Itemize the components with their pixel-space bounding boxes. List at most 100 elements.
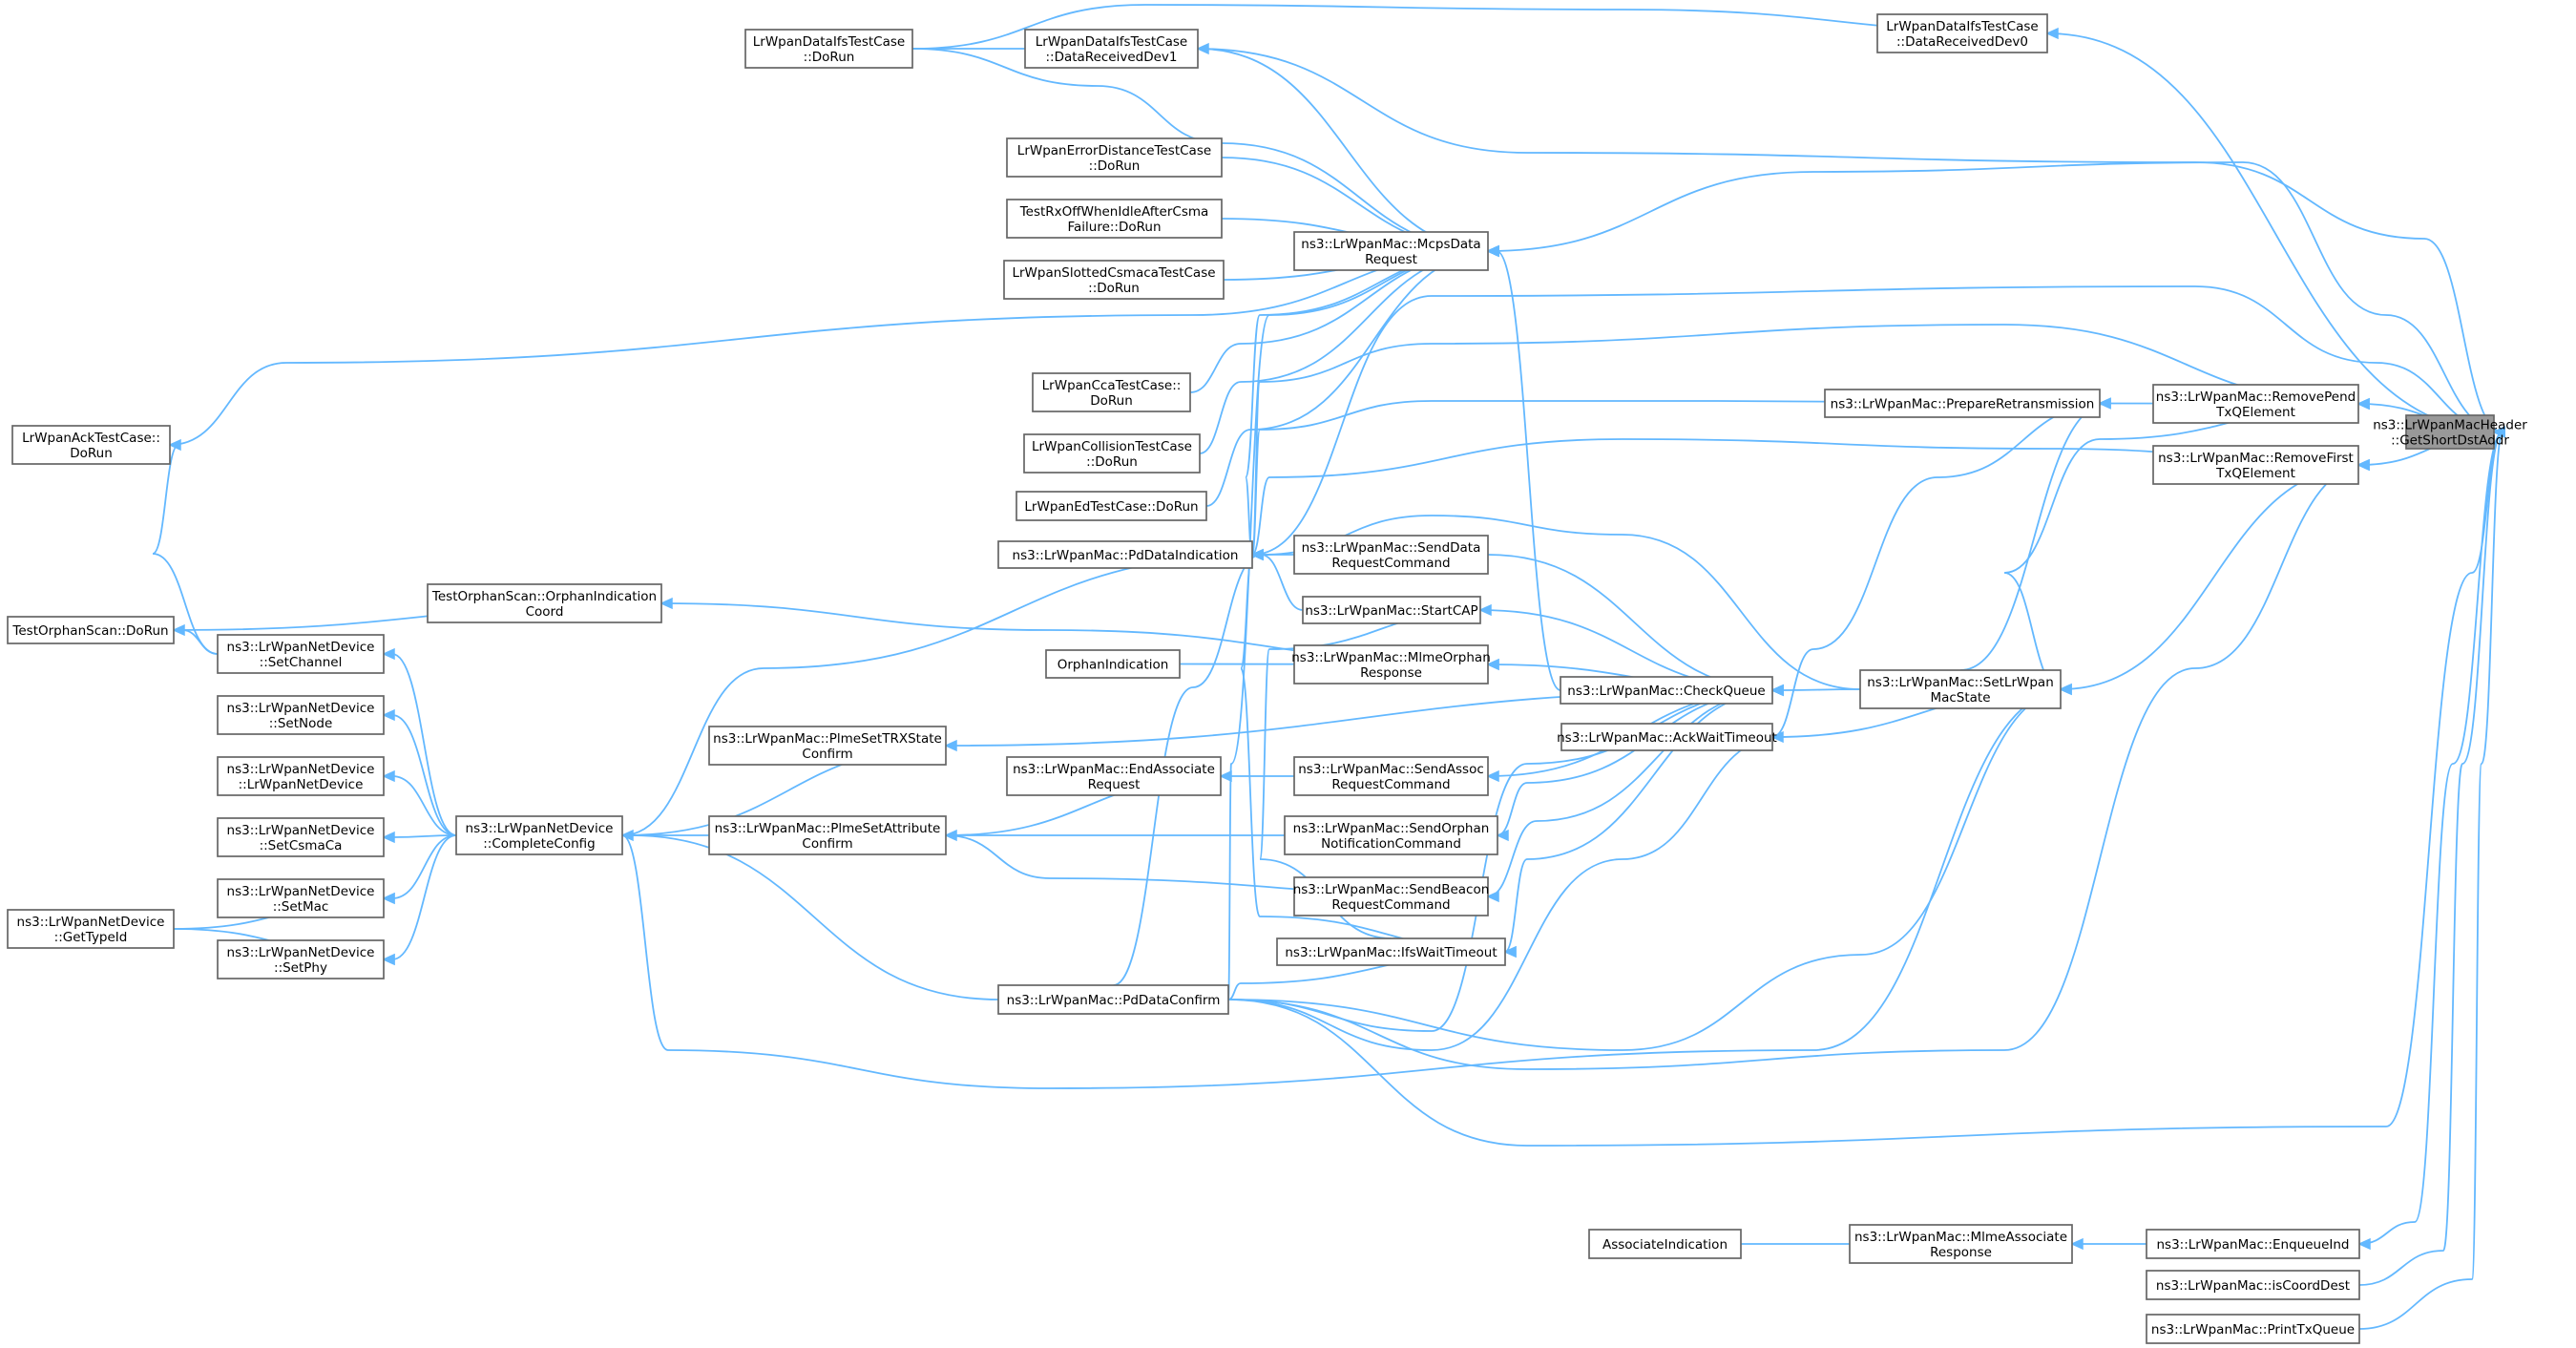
edge-line (1251, 324, 2368, 556)
edge-checkQueue-to-mcpsDataRequest (1486, 244, 1561, 691)
node-label-line: ns3::LrWpanMac::PdDataIndication (1013, 548, 1239, 563)
node-label-line: ns3::LrWpanNetDevice (227, 762, 375, 777)
node-printTxQueue[interactable]: ns3::LrWpanMac::PrintTxQueue (2146, 1314, 2360, 1344)
node-getTypeId[interactable]: ns3::LrWpanNetDevice::GetTypeId (7, 909, 175, 949)
node-label-line: TxQElement (2215, 405, 2295, 420)
node-lrWpanNetDevice[interactable]: ns3::LrWpanNetDevice::LrWpanNetDevice (217, 756, 385, 796)
node-setNode[interactable]: ns3::LrWpanNetDevice::SetNode (217, 695, 385, 735)
node-label-line: ::CompleteConfig (483, 836, 595, 852)
node-orphanIndication[interactable]: OrphanIndication (1045, 649, 1181, 679)
node-ifsWaitTimeout[interactable]: ns3::LrWpanMac::IfsWaitTimeout (1276, 937, 1506, 966)
node-setCsmaCa[interactable]: ns3::LrWpanNetDevice::SetCsmaCa (217, 817, 385, 857)
node-label-line: ns3::LrWpanMac::MlmeOrphan (1291, 650, 1491, 665)
edge-completeConfig-to-setChannel (382, 647, 457, 836)
node-checkQueue[interactable]: ns3::LrWpanMac::CheckQueue (1560, 676, 1773, 705)
edge-line (621, 554, 1262, 836)
node-label-line: ns3::LrWpanMac::AckWaitTimeout (1557, 730, 1777, 746)
node-box (217, 878, 385, 918)
node-box (1876, 13, 2048, 53)
node-slottedDoRun[interactable]: LrWpanSlottedCsmacaTestCase::DoRun (1003, 260, 1225, 300)
node-layer: ns3::LrWpanMacHeader::GetShortDstAddrLrW… (7, 13, 2527, 1344)
node-sendOrphanNotif[interactable]: ns3::LrWpanMac::SendOrphanNotificationCo… (1284, 815, 1498, 855)
node-label-line: LrWpanSlottedCsmacaTestCase (1012, 265, 1215, 281)
node-label-line: Confirm (802, 747, 852, 762)
node-label-line: ns3::LrWpanMac::CheckQueue (1567, 684, 1765, 699)
node-label-line: ::DoRun (1088, 281, 1140, 296)
edge-line (1487, 689, 1782, 897)
node-startCAP[interactable]: ns3::LrWpanMac::StartCAP (1302, 596, 1481, 624)
node-enqueueInd[interactable]: ns3::LrWpanMac::EnqueueInd (2146, 1229, 2360, 1259)
edge-ifsDoRun-to-dataReceivedDev0 (911, 4, 2059, 50)
edge-line (391, 834, 457, 899)
node-pdDataConfirm[interactable]: ns3::LrWpanMac::PdDataConfirm (997, 984, 1229, 1015)
node-box (2152, 384, 2359, 424)
edge-collDoRun-to-mcpsDataRequest (1199, 244, 1499, 454)
node-setMac[interactable]: ns3::LrWpanNetDevice::SetMac (217, 878, 385, 918)
node-label-line: RequestCommand (1331, 897, 1450, 913)
edge-line (391, 834, 457, 838)
edge-dataReceivedDev0-to-root (2046, 32, 2505, 438)
arrowhead-icon (620, 829, 634, 842)
node-isCoordDest[interactable]: ns3::LrWpanMac::isCoordDest (2146, 1270, 2360, 1300)
node-ifsDoRun[interactable]: LrWpanDataIfsTestCase::DoRun (744, 29, 913, 69)
arrowhead-icon (1770, 730, 1784, 744)
node-edDoRun[interactable]: LrWpanEdTestCase::DoRun (1016, 491, 1207, 521)
node-orphanDoRun[interactable]: TestOrphanScan::DoRun (7, 616, 175, 644)
node-box (997, 984, 1229, 1015)
node-ccaDoRun[interactable]: LrWpanCcaTestCase::DoRun (1032, 372, 1191, 412)
node-box (217, 695, 385, 735)
edge-line (391, 834, 457, 960)
edge-dataReceivedDev1-to-mcpsDataRequest (1197, 48, 1499, 258)
edge-setLrWpanMacState-to-removeFirst (2060, 458, 2370, 690)
node-box (1016, 491, 1207, 521)
node-assocIndication[interactable]: AssociateIndication (1588, 1229, 1742, 1259)
arrowhead-icon (2356, 458, 2370, 472)
node-prepareRetx[interactable]: ns3::LrWpanMac::PrepareRetransmission (1824, 389, 2101, 418)
node-root[interactable]: ns3::LrWpanMacHeader::GetShortDstAddr (2373, 414, 2527, 450)
edge-pdDataConfirm-to-removeFirst (1227, 458, 2370, 1070)
node-completeConfig[interactable]: ns3::LrWpanNetDevice::CompleteConfig (455, 815, 623, 855)
edge-edDoRun-to-mcpsDataRequest (1205, 244, 1499, 507)
node-label-line: TxQElement (2215, 466, 2295, 481)
node-dataReceivedDev0[interactable]: LrWpanDataIfsTestCase::DataReceivedDev0 (1876, 13, 2048, 53)
node-box (1276, 937, 1506, 966)
node-pdDataIndication[interactable]: ns3::LrWpanMac::PdDataIndication (997, 540, 1253, 569)
node-ackWaitTimeout[interactable]: ns3::LrWpanMac::AckWaitTimeout (1557, 723, 1777, 751)
node-setPhy[interactable]: ns3::LrWpanNetDevice::SetPhy (217, 939, 385, 979)
node-box (1284, 815, 1498, 855)
node-setChannel[interactable]: ns3::LrWpanNetDevice::SetChannel (217, 634, 385, 674)
arrowhead-icon (1250, 548, 1264, 561)
node-ackDoRun[interactable]: LrWpanAckTestCase::DoRun (11, 425, 171, 465)
node-label-line: Request (1088, 777, 1141, 792)
arrowhead-icon (2356, 397, 2370, 411)
edge-pdDataConfirm-to-ackWaitTimeout (1227, 730, 1784, 1051)
node-box (1003, 260, 1225, 300)
edge-line (1496, 250, 1561, 691)
edge-line (1205, 250, 1497, 507)
node-collDoRun[interactable]: LrWpanCollisionTestCase::DoRun (1023, 433, 1201, 474)
arrowhead-icon (1496, 829, 1509, 842)
node-label-line: ns3::LrWpanMac::PlmeSetAttribute (715, 821, 941, 836)
edge-sendOrphanNotif-to-checkQueue (1497, 684, 1784, 836)
edge-setLrWpanMacState-to-prepareRetx (1959, 397, 2111, 671)
arrowhead-icon (1503, 945, 1517, 958)
edge-line (391, 775, 457, 836)
node-errDistDoRun[interactable]: LrWpanErrorDistanceTestCase::DoRun (1006, 137, 1223, 178)
node-dataReceivedDev1[interactable]: LrWpanDataIfsTestCase::DataReceivedDev1 (1024, 29, 1199, 69)
node-label-line: OrphanIndication (1058, 658, 1169, 673)
node-box (1849, 1224, 2073, 1264)
